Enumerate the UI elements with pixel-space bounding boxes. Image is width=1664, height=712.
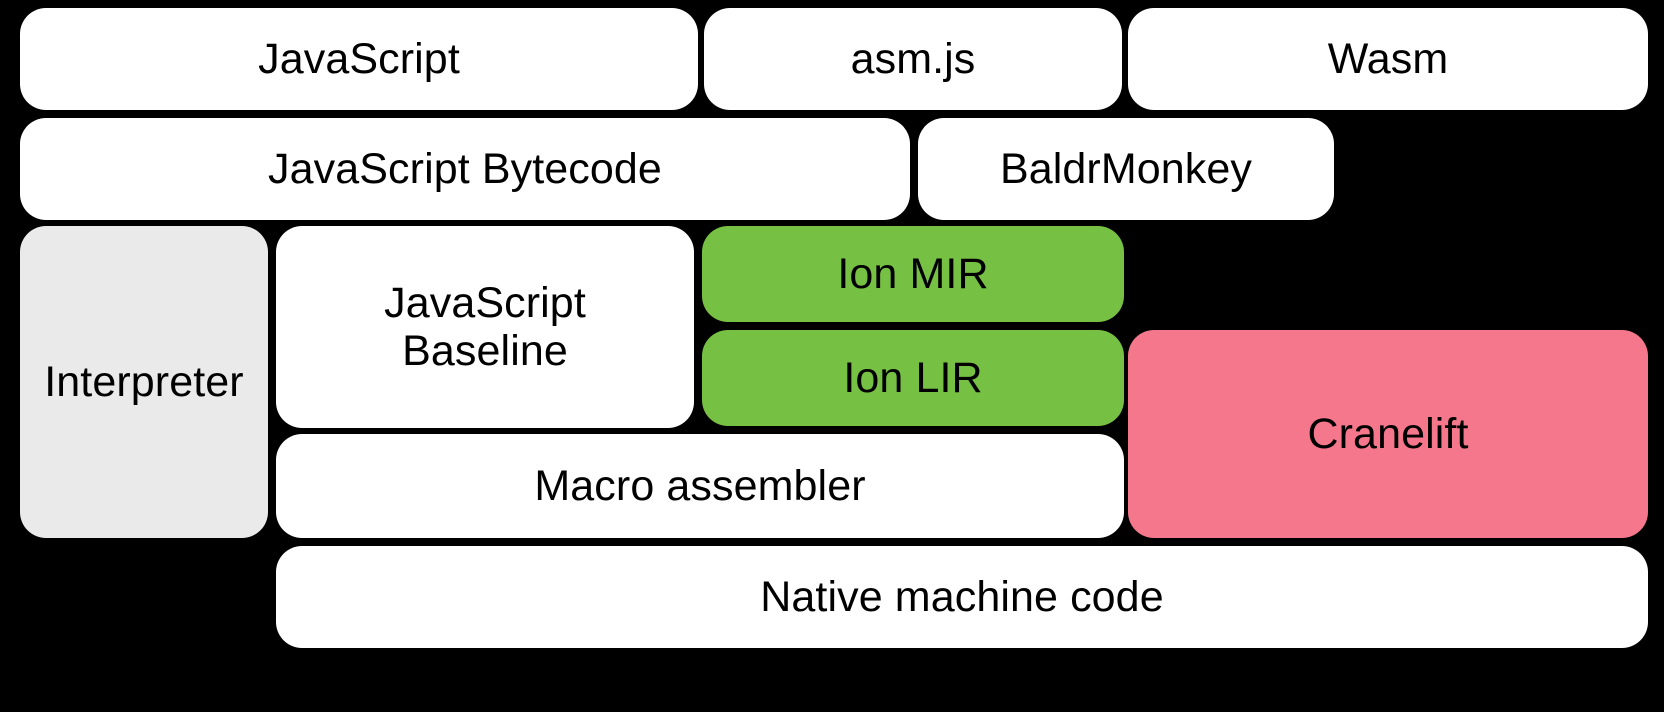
node-macro-assembler: Macro assembler bbox=[276, 434, 1124, 538]
node-cranelift: Cranelift bbox=[1128, 330, 1648, 538]
node-interpreter: Interpreter bbox=[20, 226, 268, 538]
node-asm-js: asm.js bbox=[704, 8, 1122, 110]
node-javascript-bytecode: JavaScript Bytecode bbox=[20, 118, 910, 220]
node-ion-mir: Ion MIR bbox=[702, 226, 1124, 322]
node-javascript: JavaScript bbox=[20, 8, 698, 110]
node-ion-lir: Ion LIR bbox=[702, 330, 1124, 426]
node-native-machine-code: Native machine code bbox=[276, 546, 1648, 648]
node-baldrmonkey: BaldrMonkey bbox=[918, 118, 1334, 220]
node-wasm: Wasm bbox=[1128, 8, 1648, 110]
node-javascript-baseline: JavaScript Baseline bbox=[276, 226, 694, 428]
